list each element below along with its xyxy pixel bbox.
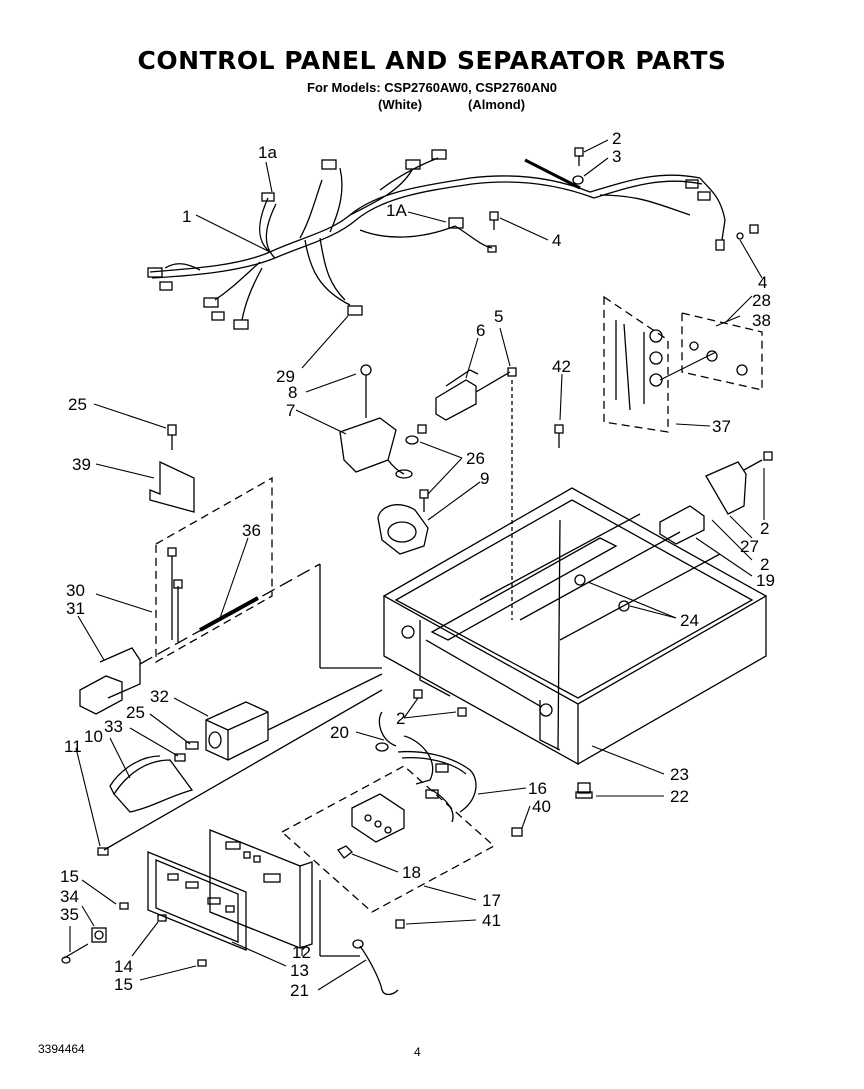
callout-34: 34	[60, 887, 79, 906]
callout-21: 21	[290, 981, 309, 1000]
callout-37: 37	[712, 417, 731, 436]
wire-connector	[405, 159, 421, 170]
callout-1a: 1a	[258, 143, 277, 162]
wire-harness	[147, 149, 726, 330]
callout-29: 29	[276, 367, 295, 386]
door-switch-actuator	[79, 563, 382, 715]
callout-2: 2	[760, 555, 769, 574]
callout-7: 7	[286, 401, 295, 420]
wire-clip	[97, 689, 383, 856]
bracket-right	[659, 451, 773, 545]
ground-wire-assembly	[375, 689, 467, 785]
callout-20: 20	[330, 723, 349, 742]
wire-connector	[211, 311, 225, 321]
screw-parts-top	[489, 147, 759, 240]
callout-4: 4	[758, 273, 767, 292]
callout-2: 2	[612, 129, 621, 148]
wire-connector	[261, 192, 275, 202]
callout-18: 18	[402, 863, 421, 882]
ground-wire-21	[352, 939, 399, 996]
callout-28: 28	[752, 291, 771, 310]
wire-connector	[697, 191, 711, 201]
wire-connector	[715, 239, 725, 251]
wire-connector	[347, 305, 363, 316]
page-number: 4	[414, 1045, 421, 1059]
callout-15: 15	[60, 867, 79, 886]
part-number: 3394464	[38, 1042, 85, 1056]
variant-white-label: (White)	[378, 97, 423, 112]
callout-14: 14	[114, 957, 133, 976]
callout-4: 4	[552, 231, 561, 250]
wire-connector	[233, 319, 249, 330]
callout-30: 30	[66, 581, 85, 600]
callout-17: 17	[482, 891, 501, 910]
callout-23: 23	[670, 765, 689, 784]
callout-26: 26	[466, 449, 485, 468]
callout-12: 12	[292, 943, 311, 962]
wire-connector	[147, 267, 163, 278]
wire-connector	[203, 297, 219, 308]
callout-10: 10	[84, 727, 103, 746]
callout-25: 25	[68, 395, 87, 414]
callout-40: 40	[532, 797, 551, 816]
callout-27: 27	[740, 537, 759, 556]
callout-9: 9	[480, 469, 489, 488]
control-knob	[61, 902, 207, 967]
callout-6: 6	[476, 321, 485, 340]
switch-module-assembly	[280, 765, 496, 929]
separator-base-cabinet	[382, 380, 768, 799]
harness-16	[397, 750, 523, 837]
callout-35: 35	[60, 905, 79, 924]
wire-connector	[431, 149, 447, 160]
bracket-part	[149, 424, 195, 513]
callout-36: 36	[242, 521, 261, 540]
callout-1: 1	[182, 207, 191, 226]
callout-19: 19	[756, 571, 775, 590]
callout-leaders	[69, 139, 765, 991]
lock-spring-assembly	[155, 476, 273, 664]
callout-5: 5	[494, 307, 503, 326]
callout-2: 2	[760, 519, 769, 538]
wire-connector	[321, 159, 337, 170]
models-subtitle: For Models: CSP2760AW0, CSP2760AN0	[307, 80, 557, 95]
callout-39: 39	[72, 455, 91, 474]
wire-connector	[685, 179, 699, 189]
callout-labels: 1 1a 1A 2 3 4 4 28 38 29 6 5 42 8 7 37 2…	[60, 129, 775, 1000]
switch-assembly	[339, 364, 517, 479]
callout-32: 32	[150, 687, 169, 706]
wire-connector	[159, 281, 173, 291]
timer-motor	[174, 673, 383, 762]
callout-24: 24	[680, 611, 699, 630]
callout-22: 22	[670, 787, 689, 806]
callout-38: 38	[752, 311, 771, 330]
door-latch-part	[377, 424, 429, 555]
wire-connector	[448, 217, 464, 229]
wire-connector	[487, 245, 497, 253]
callout-41: 41	[482, 911, 501, 930]
callout-8: 8	[288, 383, 297, 402]
terminal-block-assembly	[603, 295, 763, 433]
callout-42: 42	[552, 357, 571, 376]
callout-11: 11	[64, 737, 82, 756]
page-title: CONTROL PANEL AND SEPARATOR PARTS	[137, 46, 727, 75]
callout-16: 16	[528, 779, 547, 798]
variant-almond-label: (Almond)	[468, 97, 526, 112]
callout-13: 13	[290, 961, 309, 980]
callout-3: 3	[612, 147, 621, 166]
callout-25: 25	[126, 703, 145, 722]
callout-33: 33	[104, 717, 123, 736]
callout-31: 31	[66, 599, 85, 618]
callout-15: 15	[114, 975, 133, 994]
callout-1A: 1A	[386, 201, 407, 220]
control-panel	[147, 829, 360, 957]
callout-2: 2	[396, 709, 405, 728]
